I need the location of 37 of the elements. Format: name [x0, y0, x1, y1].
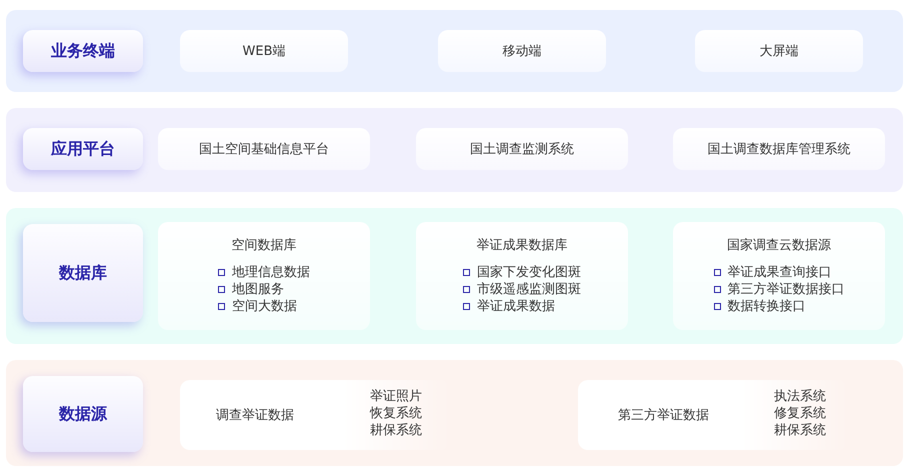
database-card [673, 222, 885, 330]
list-item: 举证成果数据 [477, 298, 555, 315]
layer-band [6, 208, 903, 344]
system-name: 举证照片 [370, 388, 422, 405]
system-name: 耕保系统 [370, 422, 422, 439]
list-item: 举证成果查询接口 [728, 264, 832, 281]
layer-label: 应用平台 [23, 128, 143, 170]
module-card: 国土调查监测系统 [416, 128, 628, 170]
list-item: 地理信息数据 [232, 264, 310, 281]
list-item: 地图服务 [232, 281, 284, 298]
system-name: 执法系统 [774, 388, 826, 405]
module-card: 大屏端 [695, 30, 863, 72]
list-item: 第三方举证数据接口 [728, 281, 844, 298]
source-title: 第三方举证数据 [618, 407, 709, 424]
module-card: 国土调查数据库管理系统 [673, 128, 885, 170]
source-title: 调查举证数据 [216, 407, 294, 424]
system-name: 修复系统 [774, 405, 826, 422]
database-card [158, 222, 370, 330]
list-item: 空间大数据 [232, 298, 297, 315]
list-item: 数据转换接口 [728, 298, 806, 315]
layer-band [6, 108, 903, 192]
module-card: 移动端 [438, 30, 606, 72]
card-heading: 举证成果数据库 [476, 237, 568, 254]
layer-label: 数据库 [23, 224, 143, 322]
layer-label: 业务终端 [23, 30, 143, 72]
list-item: 市级遥感监测图斑 [477, 281, 581, 298]
layer-band [6, 10, 903, 92]
module-card: WEB端 [180, 30, 348, 72]
database-card [416, 222, 628, 330]
list-item: 国家下发变化图斑 [477, 264, 581, 281]
system-name: 耕保系统 [774, 422, 826, 439]
module-card: 国土空间基础信息平台 [158, 128, 370, 170]
system-name: 恢复系统 [370, 405, 422, 422]
layer-band [6, 360, 903, 466]
card-heading: 空间数据库 [230, 237, 298, 254]
card-heading: 国家调查云数据源 [726, 237, 832, 254]
layer-label: 数据源 [23, 376, 143, 452]
